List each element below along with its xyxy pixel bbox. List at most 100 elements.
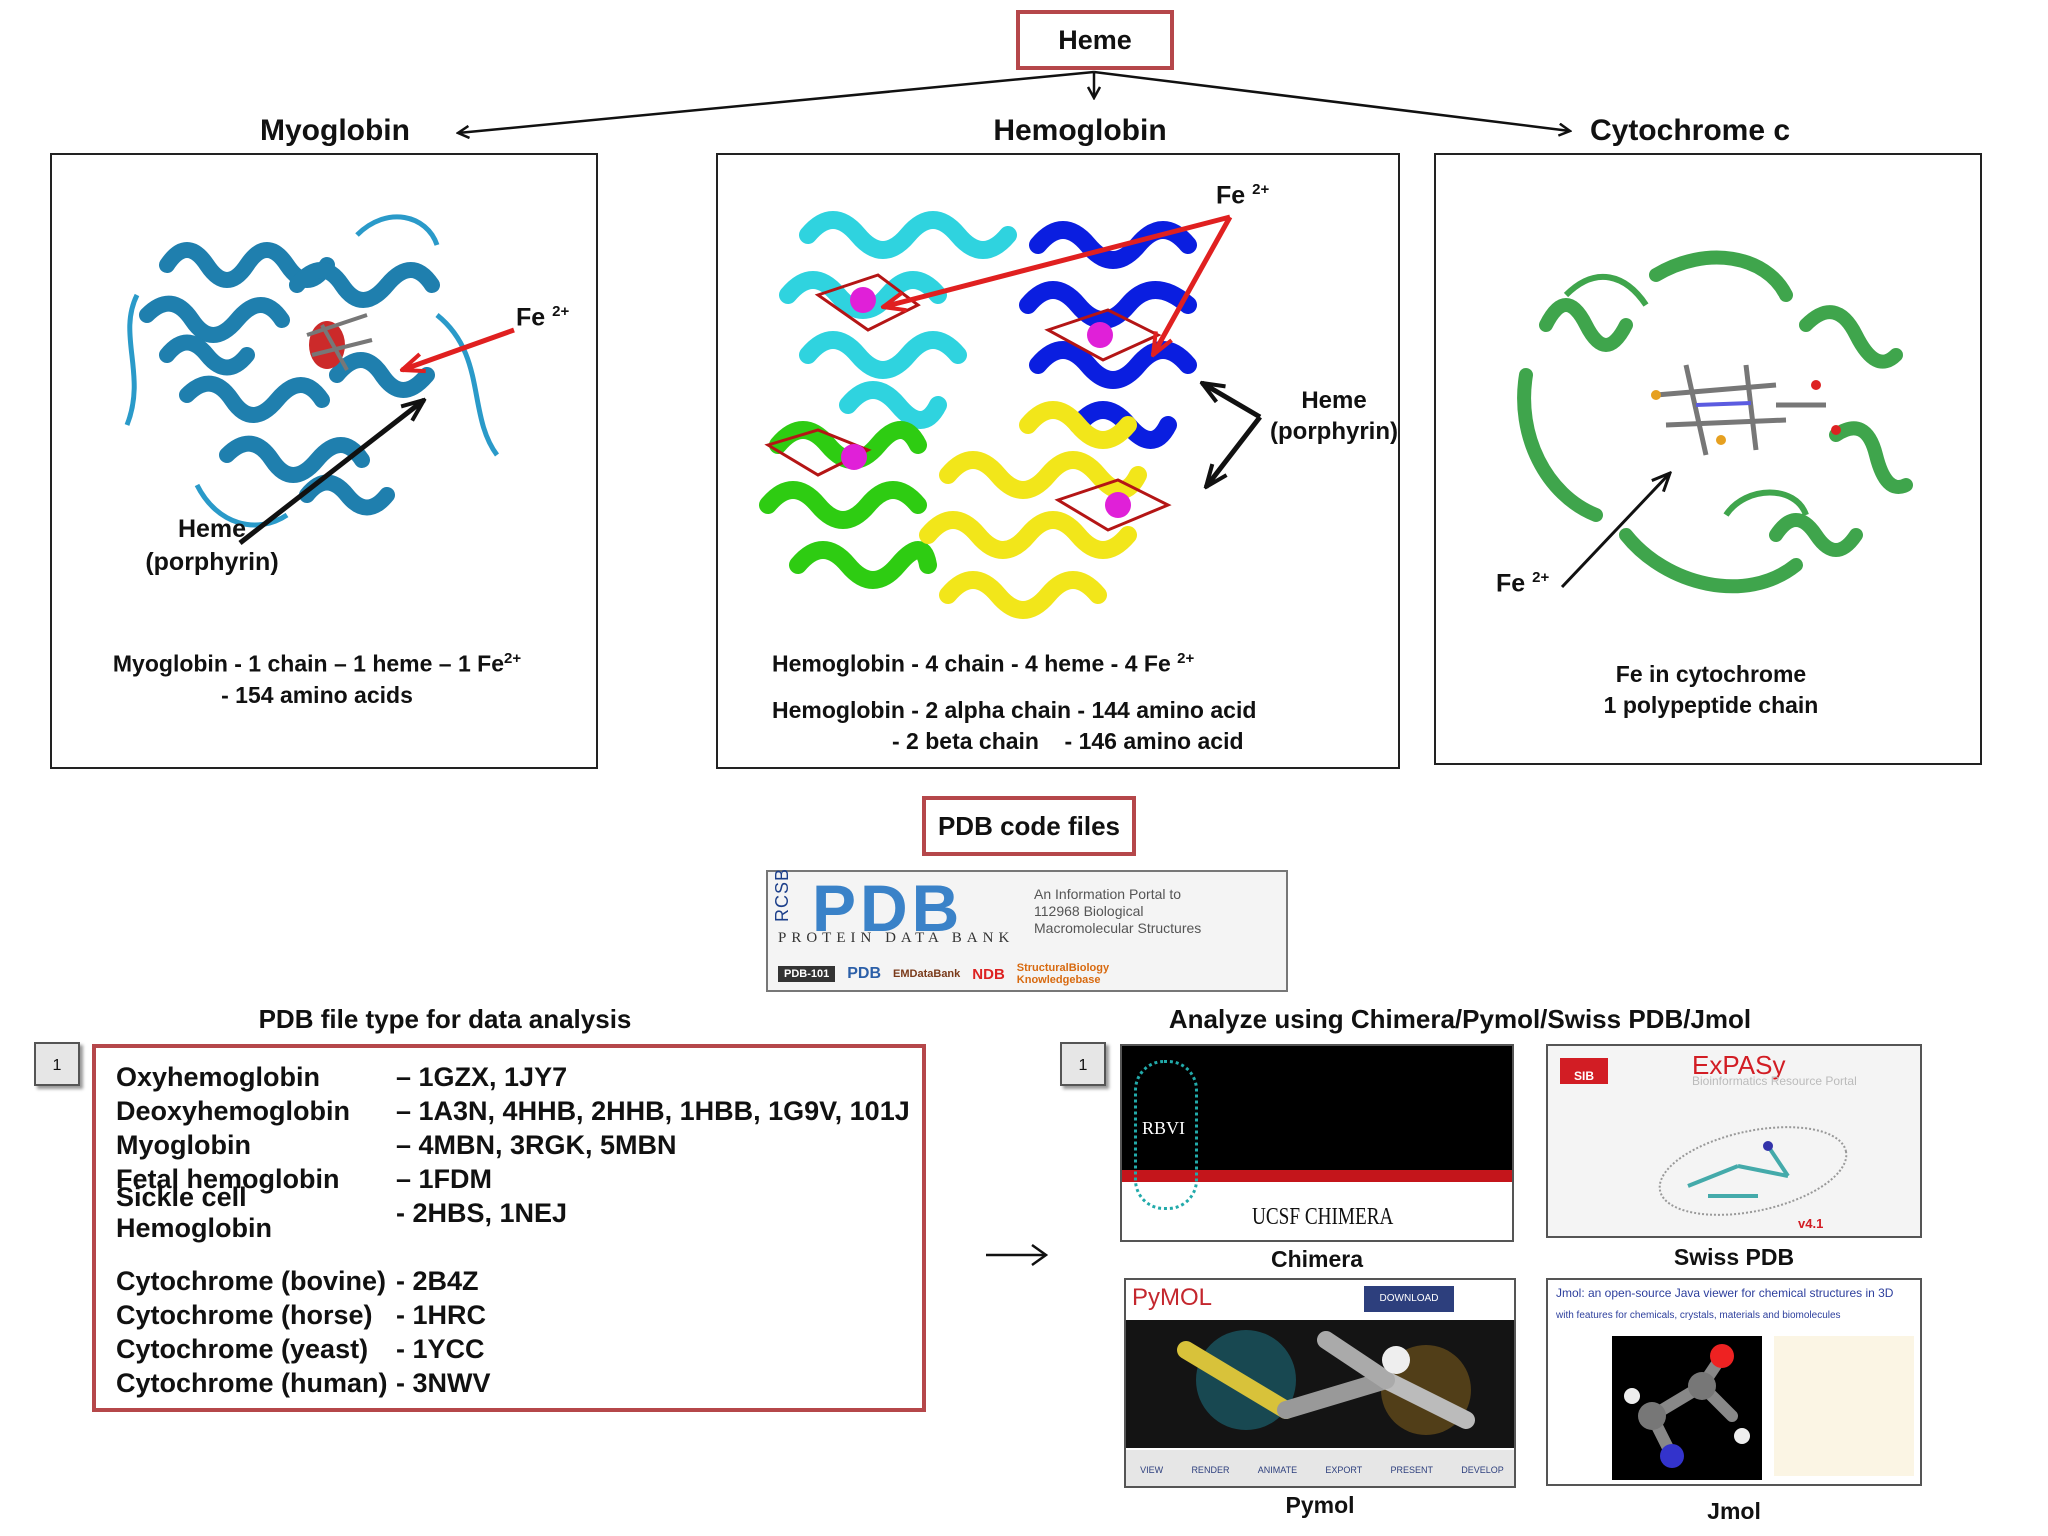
cytochrome-structure-image	[1517, 250, 1913, 594]
jmol-caption: Jmol	[1707, 1498, 1761, 1524]
heme-arrows	[0, 70, 2048, 160]
pymol-nav-item[interactable]: PRESENT	[1390, 1465, 1433, 1475]
list-to-tools-arrow	[986, 1243, 1049, 1267]
pymol-logo: PyMOL	[1132, 1284, 1213, 1311]
jmol-viewer	[1612, 1336, 1762, 1480]
analyze-title: Analyze using Chimera/Pymol/Swiss PDB/Jm…	[1168, 1004, 1752, 1034]
hemoglobin-title: Hemoglobin	[993, 114, 1167, 147]
hemoglobin-structure-image	[759, 211, 1197, 619]
pdb-list-row: Cytochrome (human) - 3NWV	[116, 1366, 922, 1400]
pdb-list-row: Cytochrome (horse) - 1HRC	[116, 1298, 922, 1332]
pdb-codes: – 4MBN, 3RGK, 5MBN	[396, 1129, 677, 1160]
pdb-codes: - 2B4Z	[396, 1265, 479, 1296]
pymol-nav-item[interactable]: DEVELOP	[1461, 1465, 1504, 1475]
pdb-code-files-box: PDB code files	[922, 796, 1136, 856]
pdb-codes: – 1A3N, 4HHB, 2HHB, 1HBB, 1G9V, 101J	[396, 1095, 910, 1126]
hb-heme-label: Heme(porphyrin)	[1270, 387, 1398, 445]
pdb-protein-name: Fetal hemoglobin	[116, 1163, 340, 1194]
hb-fe-label: Fe 2+	[1216, 181, 1270, 210]
ndb-link[interactable]: NDB	[972, 965, 1005, 983]
pymol-download-button[interactable]: DOWNLOAD	[1364, 1286, 1454, 1312]
hemoglobin-caption-2: Hemoglobin - 2 alpha chain - 144 amino a…	[772, 697, 1257, 754]
pdb-code-files-label: PDB code files	[937, 811, 1121, 841]
swiss-pdb-caption: Swiss PDB	[1673, 1244, 1795, 1270]
pymol-nav-item[interactable]: EXPORT	[1325, 1465, 1363, 1475]
pdb-logo: PDB	[812, 871, 964, 945]
hemoglobin-panel: Fe 2+ Heme(porphyrin) Hemoglobin - 4 cha…	[716, 153, 1400, 769]
pdb-list-row: Deoxyhemoglobin – 1A3N, 4HHB, 2HHB, 1HBB,…	[116, 1094, 922, 1128]
pdb-protein-name: Oxyhemoglobin	[116, 1061, 321, 1092]
slide-number-right: 1	[1060, 1042, 1106, 1086]
pymol-caption: Pymol	[1285, 1492, 1355, 1518]
myoglobin-panel: Fe 2+ Heme(porphyrin) Myoglobin - 1 chai…	[50, 153, 598, 769]
pymol-nav-item[interactable]: VIEW	[1140, 1465, 1164, 1475]
hemoglobin-caption-1: Hemoglobin - 4 chain - 4 heme - 4 Fe 2+	[772, 650, 1195, 677]
heme-box: Heme	[1016, 10, 1174, 70]
jmol-screenshot[interactable]: Jmol: an open-source Java viewer for che…	[1546, 1278, 1922, 1486]
chimera-title: UCSF CHIMERA	[1252, 1204, 1394, 1230]
pdb-subtitle: PROTEIN DATA BANK	[778, 930, 1015, 946]
pdb101-link[interactable]: PDB-101	[778, 966, 836, 982]
pdb-list-row: Fetal hemoglobin – 1FDM	[116, 1162, 922, 1196]
wwpdb-link[interactable]: PDB	[847, 965, 882, 982]
heme-box-label: Heme	[1058, 25, 1132, 55]
myo-heme-label: Heme(porphyrin)	[145, 515, 279, 576]
pymol-nav-item[interactable]: ANIMATE	[1257, 1465, 1298, 1475]
expasy-logo: ExPASy	[1692, 1050, 1786, 1080]
expasy-sub: Bioinformatics Resource Portal	[1692, 1074, 1857, 1088]
pdb-list-row: Cytochrome (bovine) - 2B4Z	[116, 1264, 922, 1298]
chimera-red-stripe	[1122, 1170, 1512, 1182]
pdb-protein-name: Cytochrome (yeast)	[116, 1333, 369, 1364]
myoglobin-title: Myoglobin	[260, 114, 410, 147]
pdb-protein-name: Deoxyhemoglobin	[116, 1095, 351, 1126]
pdb-protein-name: Sickle cell Hemoglobin	[116, 1182, 272, 1243]
chimera-logo	[1134, 1060, 1198, 1210]
emdatabank-link[interactable]: EMDataBank	[893, 968, 961, 980]
swiss-version: v4.1	[1798, 1216, 1824, 1231]
myo-fe-label: Fe 2+	[516, 303, 570, 332]
myoglobin-arrows	[238, 327, 515, 545]
pdb-codes: – 1GZX, 1JY7	[396, 1061, 568, 1092]
pdb-codes: - 2HBS, 1NEJ	[396, 1197, 568, 1228]
pdb-protein-name: Cytochrome (human)	[116, 1367, 388, 1398]
pymol-screenshot[interactable]: PyMOL DOWNLOAD VIEW RENDER ANIMATE EXPORT PR…	[1124, 1278, 1516, 1488]
cytochrome-arrow	[1560, 155, 1984, 589]
myoglobin-caption: Myoglobin - 1 chain – 1 heme – 1 Fe2+ - …	[112, 650, 522, 708]
cytochrome-panel: Fe 2+ Fe in cytochrome 1 polypeptide cha…	[1434, 153, 1982, 765]
chimera-screenshot[interactable]: RBVI UCSF CHIMERA	[1120, 1044, 1514, 1242]
pdb-protein-name: Cytochrome (horse)	[116, 1299, 373, 1330]
jmol-subheading: with features for chemicals, crystals, m…	[1556, 1310, 1841, 1321]
pdb-list-row: Sickle cell Hemoglobin - 2HBS, 1NEJ	[116, 1182, 922, 1243]
rcsb-pdb-banner[interactable]: RCSB PDB PROTEIN DATA BANK An Informatio…	[766, 867, 1288, 992]
pdb-codes: - 1HRC	[396, 1299, 487, 1330]
pymol-nav-item[interactable]: RENDER	[1191, 1465, 1230, 1475]
rcsb-vertical-text: RCSB	[772, 867, 792, 922]
pdb-list-row: Cytochrome (yeast) - 1YCC	[116, 1332, 922, 1366]
pdb-protein-name: Cytochrome (bovine)	[116, 1265, 387, 1296]
chimera-caption: Chimera	[1270, 1246, 1364, 1272]
pymol-nav-bar: VIEW RENDER ANIMATE EXPORT PRESENT DEVELOP	[1126, 1450, 1514, 1486]
pdb-list-row: Myoglobin – 4MBN, 3RGK, 5MBN	[116, 1128, 922, 1162]
pdb-codes: – 1FDM	[396, 1163, 493, 1194]
pdb-protein-name: Myoglobin	[116, 1129, 251, 1160]
pymol-render-image	[1126, 1320, 1514, 1448]
pdb-codes: - 1YCC	[396, 1333, 485, 1364]
jmol-heading: Jmol: an open-source Java viewer for che…	[1556, 1286, 1894, 1300]
cytochrome-title: Cytochrome c	[1589, 114, 1791, 147]
chimera-logo-text: RBVI	[1142, 1118, 1186, 1138]
cytochrome-caption: Fe in cytochrome 1 polypeptide chain	[1603, 661, 1819, 718]
slide-number-left: 1	[34, 1042, 80, 1086]
cyt-fe-label: Fe 2+	[1496, 569, 1550, 598]
jmol-side-note	[1774, 1336, 1914, 1476]
swiss-pdb-screenshot[interactable]: SIB ExPASy Bioinformatics Resource Porta…	[1546, 1044, 1922, 1238]
pdb-partner-row: PDB-101 PDB EMDataBank NDB StructuralBio…	[778, 962, 1109, 986]
file-type-title: PDB file type for data analysis	[258, 1004, 632, 1034]
sib-logo: SIB	[1560, 1058, 1608, 1084]
swiss-molecule-image	[1658, 1126, 1848, 1216]
pdb-codes: - 3NWV	[396, 1367, 491, 1398]
hemoglobin-arrows	[718, 214, 1262, 771]
